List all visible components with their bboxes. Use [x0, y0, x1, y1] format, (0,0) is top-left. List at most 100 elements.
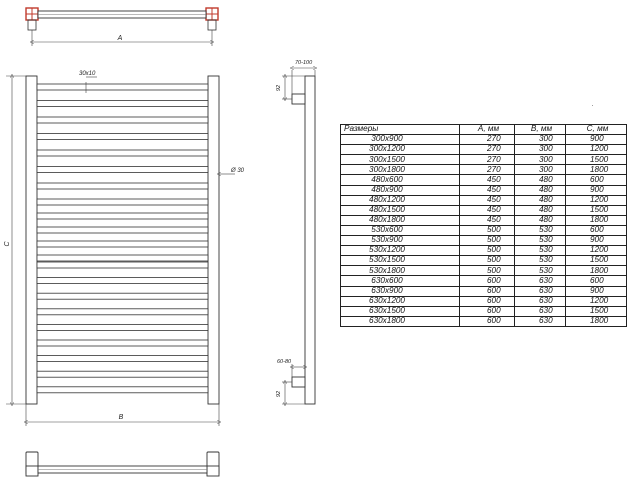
cell-c: 1800: [565, 164, 627, 176]
left-collector: [25, 75, 38, 405]
header-c: C, мм: [565, 123, 627, 136]
cell-b: 300: [514, 144, 566, 156]
cell-b: 630: [514, 295, 566, 307]
cell-size: 300x1800: [340, 164, 460, 176]
cell-c: 1200: [565, 144, 627, 156]
rung: [36, 212, 209, 220]
front-view: 30x10 Ø 30 C B: [4, 71, 245, 426]
cell-c: 1800: [565, 265, 627, 277]
rung: [36, 100, 209, 107]
rung: [36, 386, 209, 394]
rung: [36, 226, 209, 234]
cell-size: 630x1500: [340, 305, 460, 317]
cell-size: 630x900: [340, 285, 460, 297]
cell-a: 270: [459, 164, 515, 176]
cell-a: 270: [459, 154, 515, 166]
bottom-offset-label: 60-80: [277, 359, 292, 365]
cell-a: 500: [459, 224, 515, 237]
rung: [36, 308, 209, 316]
cell-a: 270: [459, 144, 515, 156]
bar-section-label: 30x10: [79, 71, 96, 77]
stray-dot: .: [592, 102, 594, 108]
side-bottom-bracket: [291, 376, 306, 388]
bottom-view: [25, 451, 220, 477]
cell-size: 630x600: [340, 275, 460, 287]
cell-b: 300: [514, 134, 566, 146]
cell-b: 480: [514, 174, 566, 186]
cell-b: 630: [514, 315, 566, 327]
side-tube: [304, 75, 316, 405]
top-height-label: 92: [276, 85, 282, 91]
cell-c: 600: [565, 174, 627, 186]
header-sizes: Размеры: [340, 123, 460, 136]
cell-c: 1800: [565, 315, 627, 327]
cell-size: 530x900: [340, 235, 460, 247]
rung: [36, 323, 209, 331]
table-header-row: Размеры A, мм B, мм C, мм: [340, 123, 627, 136]
dim-b-label: B: [119, 414, 124, 421]
cell-a: 450: [459, 204, 515, 216]
cell-c: 1500: [565, 154, 627, 166]
cell-size: 530x1500: [340, 255, 460, 267]
top-view: A: [25, 7, 219, 46]
cell-a: 600: [459, 315, 515, 327]
cell-a: 500: [459, 255, 515, 267]
rung: [36, 198, 209, 206]
cell-b: 530: [514, 235, 566, 247]
cell-a: 500: [459, 235, 515, 247]
cell-b: 300: [514, 164, 566, 176]
rung: [36, 370, 209, 378]
cell-size: 530x600: [340, 224, 460, 237]
wall-offset-label: 70-100: [295, 60, 313, 66]
cell-a: 450: [459, 214, 515, 226]
cell-b: 480: [514, 214, 566, 226]
cell-a: 450: [459, 194, 515, 206]
cell-a: 600: [459, 305, 515, 317]
cell-c: 1200: [565, 194, 627, 206]
cell-size: 630x1800: [340, 315, 460, 327]
rung: [36, 133, 209, 140]
cell-c: 900: [565, 235, 627, 247]
cell-b: 530: [514, 224, 566, 237]
rung: [36, 292, 209, 300]
cell-a: 270: [459, 134, 515, 146]
cell-c: 1200: [565, 245, 627, 257]
cell-c: 1500: [565, 255, 627, 267]
rung: [36, 182, 209, 190]
cell-c: 900: [565, 134, 627, 146]
cell-size: 480x1500: [340, 204, 460, 216]
cell-size: 300x1200: [340, 144, 460, 156]
cell-size: 480x900: [340, 184, 460, 196]
cell-a: 600: [459, 285, 515, 297]
cell-b: 530: [514, 265, 566, 277]
rung: [36, 261, 209, 269]
cell-c: 900: [565, 184, 627, 196]
cell-c: 1800: [565, 214, 627, 226]
cell-size: 300x1500: [340, 154, 460, 166]
cell-c: 600: [565, 224, 627, 237]
cell-b: 480: [514, 204, 566, 216]
cell-a: 450: [459, 174, 515, 186]
cell-b: 480: [514, 184, 566, 196]
right-collector: [207, 75, 220, 405]
cell-c: 600: [565, 275, 627, 287]
cell-b: 530: [514, 255, 566, 267]
cell-c: 1500: [565, 204, 627, 216]
rung: [36, 254, 209, 262]
cell-size: 630x1200: [340, 295, 460, 307]
cell-size: 530x1800: [340, 265, 460, 277]
cell-a: 500: [459, 265, 515, 277]
